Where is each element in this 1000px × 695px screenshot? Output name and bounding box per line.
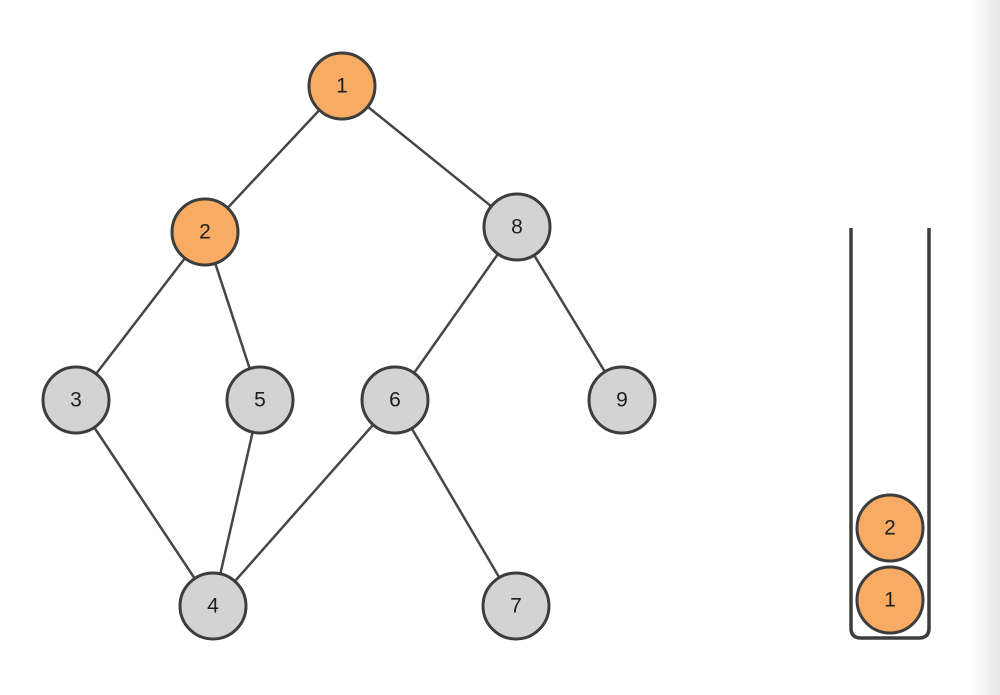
- graph-node-1: 1: [307, 51, 377, 121]
- graph-node-7: 7: [481, 571, 551, 641]
- graph-node-label-1: 1: [336, 75, 348, 98]
- stack-item-label-1: 1: [884, 589, 896, 612]
- graph-node-circle-2: [170, 197, 240, 267]
- stack: 21: [849, 228, 931, 640]
- graph-node-circle-7: [481, 571, 551, 641]
- graph-node-label-2: 2: [199, 221, 211, 244]
- stack-item-1: 1: [855, 565, 925, 635]
- edge-3-4: [74, 399, 215, 607]
- graph-node-circle-1: [307, 51, 377, 121]
- graph-node-label-7: 7: [510, 595, 522, 618]
- graph-node-circle-5: [225, 365, 295, 435]
- edge-1-8: [341, 85, 518, 228]
- graph-node-circle-3: [41, 365, 111, 435]
- graph-node-2: 2: [170, 197, 240, 267]
- graph-node-label-3: 3: [70, 389, 82, 412]
- stack-item-2: 2: [855, 493, 925, 563]
- graph-node-6: 6: [360, 365, 430, 435]
- stack-item-label-2: 2: [884, 517, 896, 540]
- graph-node-label-4: 4: [207, 595, 219, 618]
- graph-node-9: 9: [587, 365, 657, 435]
- edge-2-3: [75, 231, 206, 401]
- edge-6-4: [212, 399, 396, 607]
- graph-node-label-8: 8: [511, 216, 523, 239]
- graph-node-8: 8: [482, 192, 552, 262]
- edge-8-6: [393, 226, 519, 401]
- stack-item-circle-2: [855, 493, 925, 563]
- graph-node-5: 5: [225, 365, 295, 435]
- graph-node-label-9: 9: [616, 389, 628, 412]
- edge-6-7: [393, 399, 518, 607]
- graph-node-3: 3: [41, 365, 111, 435]
- graph-node-circle-6: [360, 365, 430, 435]
- graph-node-circle-4: [178, 571, 248, 641]
- graph-node-circle-8: [482, 192, 552, 262]
- graph-node-label-5: 5: [254, 389, 266, 412]
- graph-node-circle-9: [587, 365, 657, 435]
- graph-node-label-6: 6: [389, 389, 401, 412]
- edges-layer: [74, 85, 624, 607]
- edge-5-4: [211, 399, 262, 607]
- graph-node-4: 4: [178, 571, 248, 641]
- nodes-layer: 1 2 8 3 5 6 9 4 7: [41, 51, 657, 641]
- stack-container: [849, 228, 931, 640]
- stack-item-circle-1: [855, 565, 925, 635]
